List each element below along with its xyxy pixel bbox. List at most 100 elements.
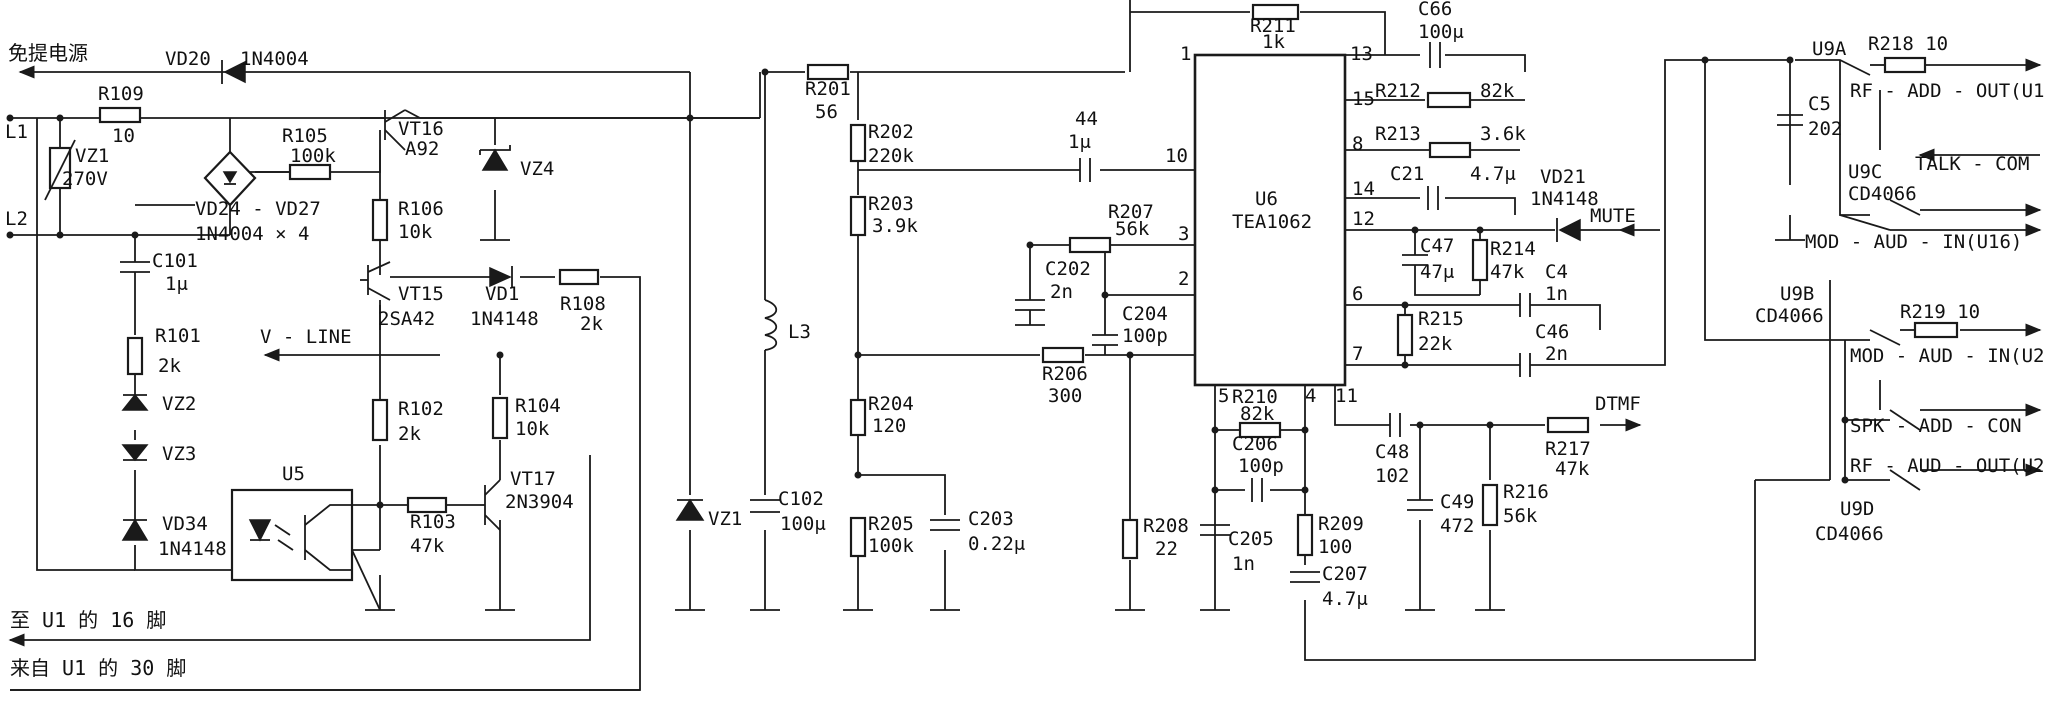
capacitor-c205 (1200, 524, 1230, 536)
label-c205: C205 (1228, 528, 1274, 550)
capacitor-c5 (1777, 114, 1803, 126)
inductor-l3 (764, 299, 778, 351)
label-vt16-type: A92 (405, 138, 439, 160)
label-r101-val: 2k (158, 355, 181, 377)
label-spk-add-con: SPK - ADD - CON (1850, 415, 2022, 437)
wires-middle (675, 0, 1756, 661)
label-c44-val: 1μ (1068, 131, 1091, 153)
resistor-r217 (1546, 416, 1590, 434)
label-r109-val: 10 (112, 125, 135, 147)
label-u9d: U9D (1840, 498, 1874, 520)
capacitor-c47 (1402, 254, 1428, 266)
label-vd21-type: 1N4148 (1530, 188, 1599, 210)
label-talk-com: TALK - COM (1915, 153, 2029, 175)
label-u9c: U9C (1848, 161, 1882, 183)
label-c47: C47 (1420, 235, 1454, 257)
label-vz2: VZ2 (162, 393, 196, 415)
capacitor-c44 (1079, 158, 1091, 182)
resistor-r106 (371, 198, 389, 242)
label-u9b-type: CD4066 (1755, 305, 1824, 327)
resistor-r212 (1426, 91, 1472, 109)
label-c5-val: 202 (1808, 118, 1842, 140)
label-vt16: VT16 (398, 118, 444, 140)
resistor-r105 (288, 163, 332, 181)
diode-vd20 (221, 60, 246, 84)
capacitor-c102 (750, 499, 780, 513)
label-rf-add-out: RF - ADD - OUT(U1 (1850, 80, 2044, 102)
resistor-r218 (1883, 56, 1927, 74)
label-r216-val: 56k (1503, 505, 1538, 527)
capacitor-c101 (120, 255, 150, 290)
label-r105: R105 (282, 125, 328, 147)
pin-11: 11 (1335, 385, 1358, 407)
label-vd34-type: 1N4148 (158, 538, 227, 560)
label-r205-val: 100k (868, 535, 914, 557)
capacitor-c46 (1519, 353, 1531, 377)
label-c48: C48 (1375, 441, 1409, 463)
label-c207: C207 (1322, 563, 1368, 585)
label-l3: L3 (788, 321, 811, 343)
label-r215: R215 (1418, 308, 1464, 330)
label-r205: R205 (868, 513, 914, 535)
label-dtmf: DTMF (1595, 393, 1641, 415)
pin-14: 14 (1352, 178, 1375, 200)
label-r214: R214 (1490, 238, 1536, 260)
label-vz3: VZ3 (162, 443, 196, 465)
resistor-r214 (1471, 238, 1489, 282)
label-r210: R210 (1232, 386, 1278, 408)
resistor-r104 (491, 396, 509, 440)
label-c207-val: 4.7μ (1322, 588, 1368, 610)
label-u9d-type: CD4066 (1815, 523, 1884, 545)
label-r102-val: 2k (398, 423, 421, 445)
label-vz1-mid: VZ1 (708, 508, 742, 530)
wires-right (1130, 11, 1831, 481)
label-from-u1-30: 来自 U1 的 30 脚 (10, 656, 186, 680)
label-r106: R106 (398, 198, 444, 220)
label-u9c-type: CD4066 (1848, 183, 1917, 205)
label-r206: R206 (1042, 363, 1088, 385)
label-vline: V - LINE (260, 326, 352, 348)
label-c21-val: 4.7μ (1470, 163, 1516, 185)
pin-2: 2 (1178, 268, 1189, 290)
label-vd21: VD21 (1540, 166, 1586, 188)
label-r209: R209 (1318, 513, 1364, 535)
label-vt17: VT17 (510, 468, 556, 490)
label-vt17-type: 2N3904 (505, 491, 574, 513)
label-c49-val: 472 (1440, 515, 1474, 537)
capacitor-c202 (1015, 299, 1045, 311)
label-vd24: VD24 - VD27 (195, 198, 321, 220)
ic-pin-numbers: 1 13 15 8 10 14 12 3 2 6 7 5 4 11 (1165, 43, 1375, 407)
label-r105-val: 100k (290, 145, 336, 167)
resistor-r210 (1238, 421, 1282, 439)
label-vt15: VT15 (398, 283, 444, 305)
label-r202-val: 220k (868, 145, 914, 167)
label-r207: R207 (1108, 201, 1154, 223)
label-r211: R211 (1250, 15, 1296, 37)
label-c49: C49 (1440, 491, 1474, 513)
resistor-r219 (1913, 321, 1959, 339)
label-r209-val: 100 (1318, 536, 1352, 558)
label-vz1-left: VZ1 (75, 145, 109, 167)
capacitor-c206 (1251, 478, 1263, 502)
label-u6-type: TEA1062 (1232, 211, 1312, 233)
label-vt15-type: 2SA42 (378, 308, 435, 330)
resistor-r101 (126, 336, 144, 376)
label-c204: C204 (1122, 303, 1168, 325)
pin-15: 15 (1352, 88, 1375, 110)
pin-8: 8 (1352, 133, 1363, 155)
label-r211-val: 1k (1262, 31, 1285, 53)
label-u5: U5 (282, 463, 305, 485)
capacitor-c204 (1092, 334, 1118, 346)
ic-u6 (1193, 53, 1347, 387)
pin-7: 7 (1352, 343, 1363, 365)
transistor-vt17 (480, 479, 501, 531)
label-c203: C203 (968, 508, 1014, 530)
label-r109: R109 (98, 83, 144, 105)
resistor-r103 (406, 496, 448, 514)
resistor-r204 (849, 398, 867, 437)
label-vz1-left-val: 270V (62, 168, 108, 190)
zener-vz1-mid (675, 498, 705, 521)
diode-vd1 (489, 266, 513, 288)
label-c47-val: 47μ (1420, 261, 1454, 283)
